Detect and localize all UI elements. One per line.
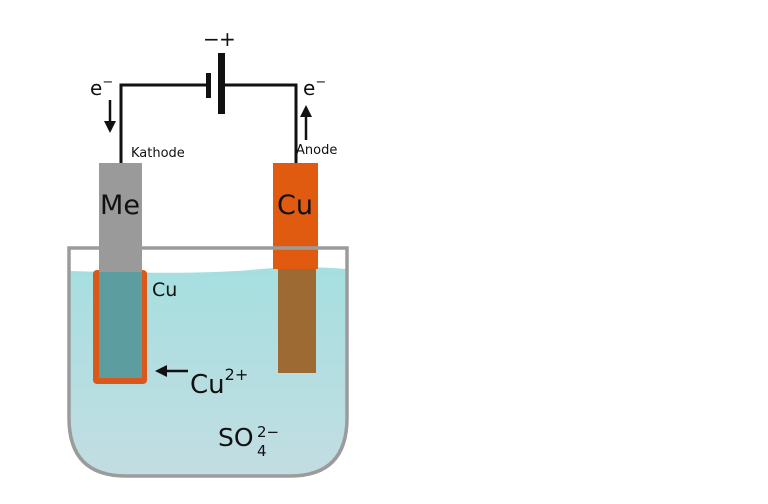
anode-caption: Anode (296, 143, 337, 158)
battery-positive-plate (218, 53, 225, 114)
up-arrow-icon (300, 105, 312, 140)
anode-symbol: Cu (277, 190, 313, 221)
battery-negative-plate (206, 73, 211, 98)
anode-rod (273, 163, 318, 269)
cathode-caption: Kathode (131, 146, 185, 161)
cathode-coating-label: Cu (152, 279, 177, 301)
battery-minus-sign: − (203, 27, 220, 51)
copper-ion-label: Cu2+ (190, 365, 248, 400)
left-wire (119, 83, 210, 163)
anode-submerged (278, 266, 316, 373)
left-electron-label: e− (90, 75, 113, 100)
cathode-rod (99, 163, 142, 272)
battery-plus-sign: + (219, 27, 236, 51)
cathode-symbol: Me (100, 190, 140, 221)
right-electron-label: e− (303, 75, 326, 100)
cathode-submerged (99, 266, 142, 378)
right-wire (223, 83, 298, 163)
down-arrow-icon (104, 100, 116, 133)
beaker (67, 246, 349, 478)
battery-icon (206, 53, 225, 114)
left-arrow-icon (155, 365, 188, 377)
circuit-wire (119, 83, 298, 163)
